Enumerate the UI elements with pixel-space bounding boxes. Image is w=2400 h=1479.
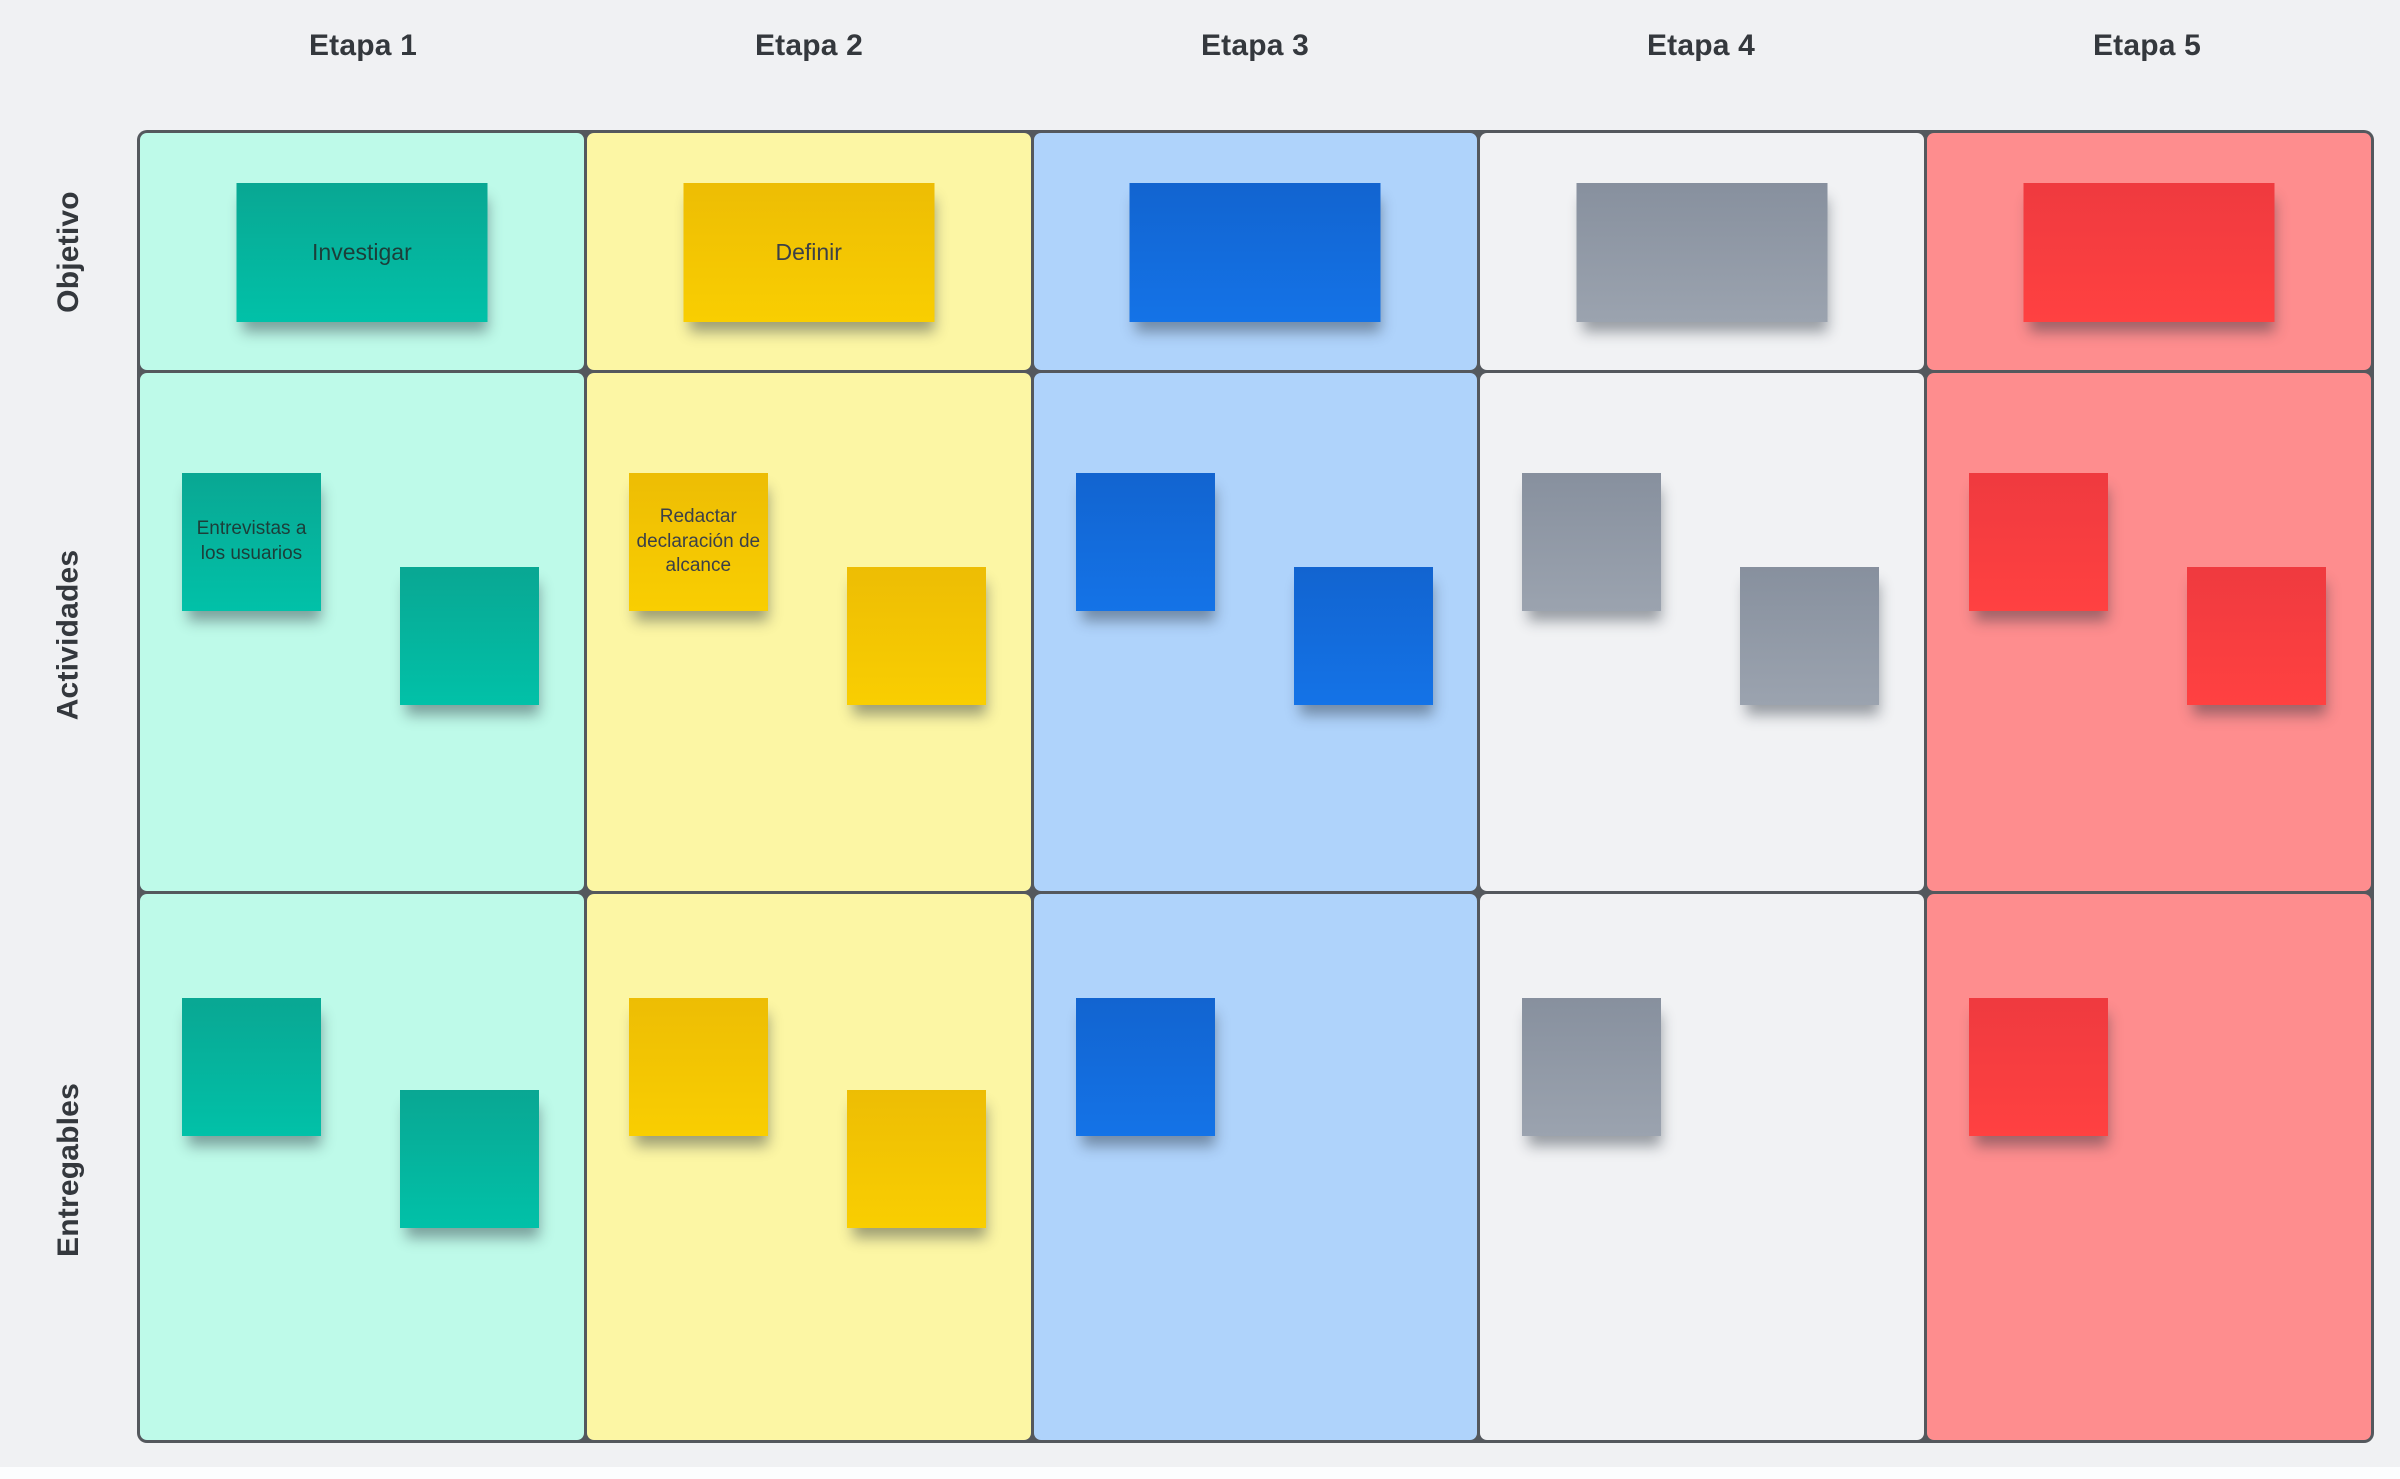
cell-etapa3-objetivo[interactable] — [1033, 133, 1478, 370]
sticky-note-etapa3-objetivo-1[interactable] — [1129, 183, 1381, 322]
column-header-etapa1: Etapa 1 — [308, 29, 418, 62]
sticky-note-etapa2-actividades-2[interactable] — [846, 567, 986, 705]
cell-etapa5-objetivo[interactable] — [1927, 133, 2371, 370]
sticky-note-text: Investigar — [312, 239, 412, 265]
cell-etapa2-entregables[interactable] — [586, 894, 1031, 1440]
sticky-note-etapa1-actividades-1[interactable]: Entrevistas a los usuarios — [182, 473, 321, 611]
cell-etapa5-actividades[interactable] — [1927, 373, 2371, 891]
sticky-note-text: Entrevistas a los usuarios — [196, 518, 307, 564]
cell-etapa5-entregables[interactable] — [1927, 894, 2371, 1440]
sticky-note-etapa5-objetivo-1[interactable] — [2023, 183, 2275, 322]
cell-etapa2-actividades[interactable]: Redactar declaración de alcance — [586, 373, 1031, 891]
sticky-note-etapa1-entregables-2[interactable] — [400, 1090, 539, 1228]
canvas-edge-strip — [0, 1467, 2400, 1479]
cell-etapa4-actividades[interactable] — [1480, 373, 1925, 891]
cell-etapa2-objetivo[interactable]: Definir — [586, 133, 1031, 370]
sticky-note-etapa3-actividades-1[interactable] — [1075, 473, 1215, 611]
sticky-note-etapa5-entregables-1[interactable] — [1969, 998, 2109, 1136]
row-label-entregables: Entregables — [0, 897, 137, 1443]
cell-etapa3-entregables[interactable] — [1033, 894, 1478, 1440]
sticky-note-etapa1-actividades-2[interactable] — [400, 567, 539, 705]
cell-etapa4-entregables[interactable] — [1480, 894, 1925, 1440]
row-label-actividades: Actividades — [0, 373, 137, 897]
row-label-actividades-text: Actividades — [51, 549, 85, 721]
sticky-note-etapa4-actividades-1[interactable] — [1522, 473, 1662, 611]
column-header-etapa5: Etapa 5 — [2092, 29, 2202, 62]
column-header-etapa3: Etapa 3 — [1200, 29, 1310, 62]
row-label-entregables-text: Entregables — [51, 1083, 85, 1257]
cell-etapa1-entregables[interactable] — [140, 894, 584, 1440]
sticky-note-etapa2-entregables-1[interactable] — [628, 998, 768, 1136]
sticky-note-etapa3-entregables-1[interactable] — [1075, 998, 1215, 1136]
sticky-note-etapa1-objetivo-1[interactable]: Investigar — [236, 183, 488, 322]
cell-etapa3-actividades[interactable] — [1033, 373, 1478, 891]
sticky-note-etapa1-entregables-1[interactable] — [182, 998, 321, 1136]
sticky-note-etapa3-actividades-2[interactable] — [1293, 567, 1433, 705]
sticky-note-etapa5-actividades-1[interactable] — [1969, 473, 2109, 611]
cell-etapa1-actividades[interactable]: Entrevistas a los usuarios — [140, 373, 584, 891]
column-header-etapa4: Etapa 4 — [1646, 29, 1756, 62]
cell-etapa1-objetivo[interactable]: Investigar — [140, 133, 584, 370]
sticky-note-text: Definir — [775, 239, 842, 265]
row-label-objetivo: Objetivo — [0, 130, 137, 373]
column-header-etapa2: Etapa 2 — [754, 29, 864, 62]
sticky-note-etapa4-entregables-1[interactable] — [1522, 998, 1662, 1136]
sticky-note-text: Redactar declaración de alcance — [636, 505, 761, 577]
row-label-objetivo-text: Objetivo — [51, 190, 85, 313]
sticky-note-etapa4-actividades-2[interactable] — [1740, 567, 1880, 705]
cell-etapa4-objetivo[interactable] — [1480, 133, 1925, 370]
sticky-note-etapa4-objetivo-1[interactable] — [1576, 183, 1828, 322]
sticky-note-etapa5-actividades-2[interactable] — [2187, 567, 2327, 705]
sticky-note-etapa2-entregables-2[interactable] — [846, 1090, 986, 1228]
sticky-note-etapa2-objetivo-1[interactable]: Definir — [683, 183, 935, 322]
sticky-note-etapa2-actividades-1[interactable]: Redactar declaración de alcance — [628, 473, 768, 611]
